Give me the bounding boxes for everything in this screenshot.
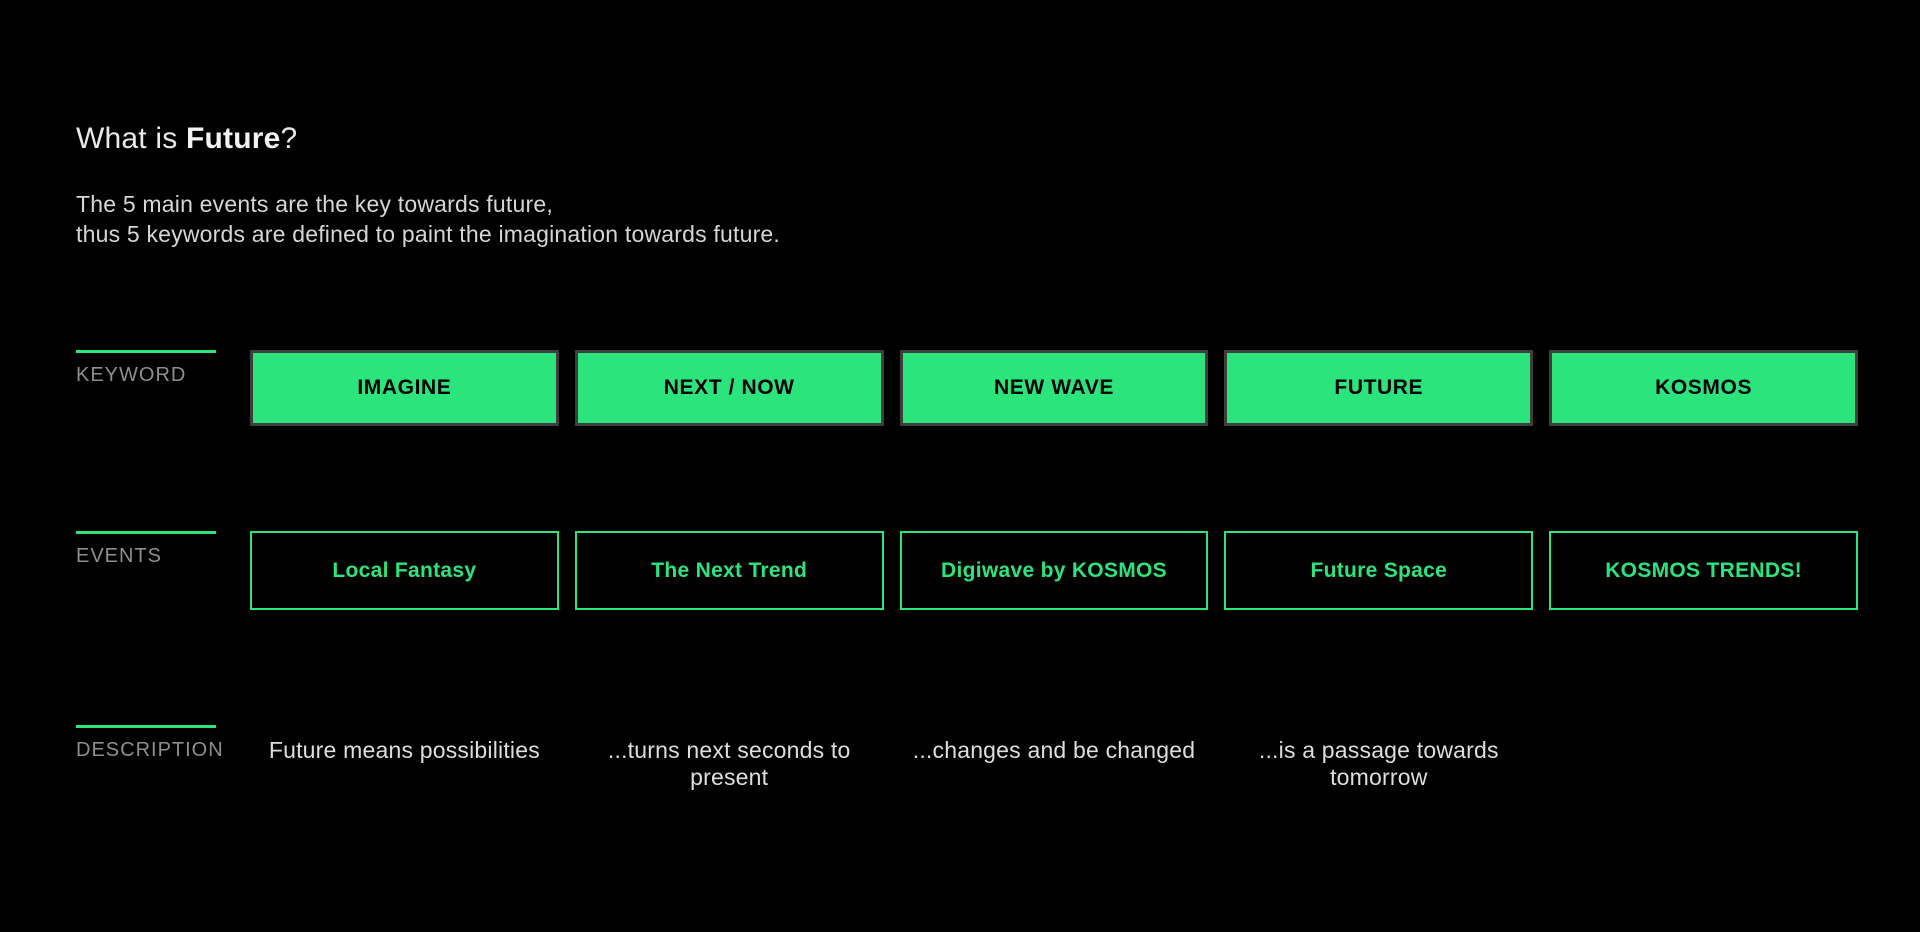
description-text-5 — [1549, 725, 1858, 791]
description-text-3: ...changes and be changed — [912, 737, 1196, 763]
description-text-1: Future means possibilities — [268, 737, 540, 763]
description-text-2: ...turns next seconds to present — [607, 737, 851, 790]
subtitle: The 5 main events are the key towards fu… — [76, 189, 780, 249]
event-box-digiwave: Digiwave by KOSMOS — [899, 531, 1209, 610]
keyword-box-next-now: NEXT / NOW — [574, 350, 884, 426]
slide-header: What is Future? The 5 main events are th… — [76, 122, 780, 249]
keyword-row: KEYWORD IMAGINE NEXT / NOW NEW WAVE FUTU… — [76, 350, 1858, 426]
event-box-next-trend: The Next Trend — [574, 531, 884, 610]
row-label-events: EVENTS — [76, 531, 216, 568]
page-title: What is Future? — [76, 122, 780, 155]
keyword-box-new-wave: NEW WAVE — [899, 350, 1209, 426]
events-row: EVENTS Local Fantasy The Next Trend Digi… — [76, 531, 1858, 610]
keyword-box-kosmos: KOSMOS — [1549, 350, 1858, 426]
page-title-prefix: What is — [76, 122, 186, 155]
keyword-box-imagine: IMAGINE — [250, 350, 559, 426]
event-box-future-space: Future Space — [1224, 531, 1534, 610]
row-label-description: DESCRIPTION — [76, 725, 223, 762]
description-text-4: ...is a passage towards tomorrow — [1258, 737, 1499, 790]
page-title-highlight: Future — [185, 122, 281, 155]
subtitle-line-1: The 5 main events are the key towards fu… — [76, 191, 553, 217]
description-row: DESCRIPTION Future means possibilities .… — [76, 725, 1858, 791]
event-box-kosmos-trends: KOSMOS TRENDS! — [1549, 531, 1858, 610]
row-label-keyword: KEYWORD — [76, 350, 216, 387]
event-box-local-fantasy: Local Fantasy — [250, 531, 559, 610]
keyword-box-future: FUTURE — [1224, 350, 1534, 426]
subtitle-line-2: thus 5 keywords are defined to paint the… — [76, 221, 781, 247]
page-title-suffix: ? — [280, 122, 298, 155]
